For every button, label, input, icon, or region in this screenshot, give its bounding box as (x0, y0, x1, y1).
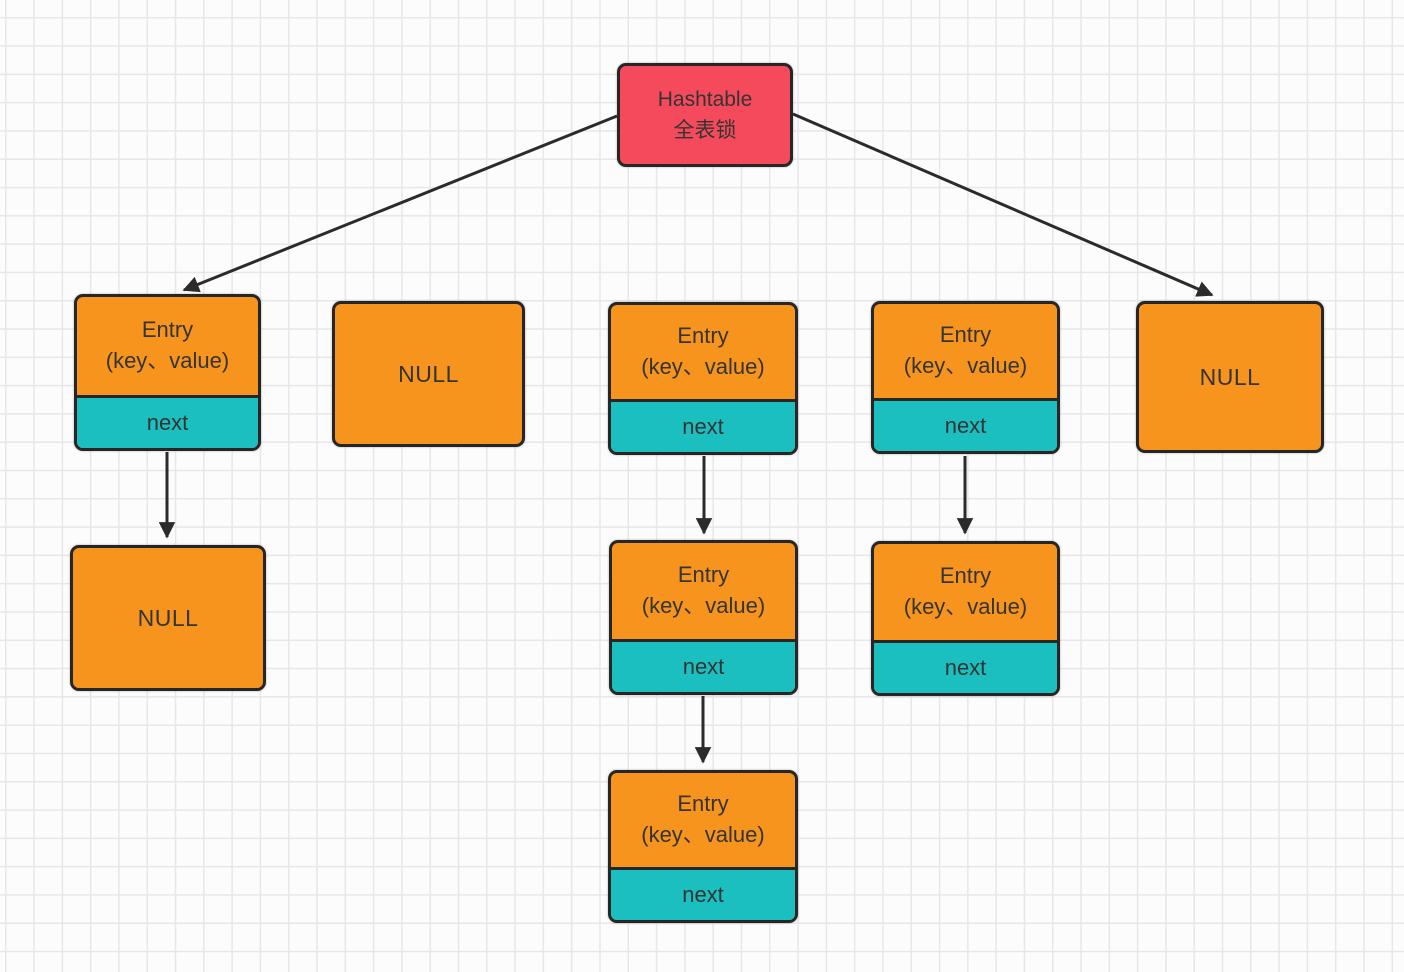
entry-next-slot: next (77, 395, 258, 448)
entry-subtitle: (key、value) (641, 354, 765, 379)
entry-key-value-section: Entry (key、value) (874, 304, 1057, 398)
arrow-root-to-bucket4 (792, 112, 1214, 297)
entry-title: Entry (939, 322, 992, 348)
root-title: Hashtable (657, 87, 753, 111)
entry-subtitle: (key、value) (105, 348, 230, 373)
entry-title: Entry (141, 317, 194, 343)
null-node-bucket0-tail: NULL (70, 545, 266, 691)
null-node-bucket4: NULL (1136, 301, 1324, 453)
entry-title: Entry (939, 563, 992, 589)
entry-subtitle: (key、value) (903, 353, 1028, 378)
entry-title: Entry (677, 323, 729, 349)
entry-node-bucket3-1: Entry (key、value) next (871, 301, 1060, 454)
entry-next-slot: next (874, 398, 1057, 451)
entry-title: Entry (677, 562, 730, 588)
entry-node-bucket2-1: Entry (key、value) next (608, 302, 798, 455)
arrow-root-to-bucket0 (182, 114, 618, 293)
entry-key-value-section: Entry (key、value) (612, 543, 795, 639)
entry-node-bucket2-2: Entry (key、value) next (609, 540, 798, 695)
null-label: NULL (1199, 363, 1261, 390)
entry-node-bucket0: Entry (key、value) next (74, 294, 261, 451)
entry-key-value-section: Entry (key、value) (611, 305, 795, 399)
entry-next-slot: next (874, 640, 1057, 693)
entry-subtitle: (key、value) (903, 594, 1028, 619)
entry-key-value-section: Entry (key、value) (77, 297, 258, 395)
entry-subtitle: (key、value) (641, 593, 766, 618)
root-subtitle: 全表锁 (673, 119, 737, 142)
entry-node-bucket2-3: Entry (key、value) next (608, 770, 798, 923)
entry-next-slot: next (612, 639, 795, 692)
entry-subtitle: (key、value) (641, 822, 765, 847)
entry-next-slot: next (611, 399, 795, 452)
entry-key-value-section: Entry (key、value) (874, 544, 1057, 640)
entry-title: Entry (677, 791, 729, 817)
entry-key-value-section: Entry (key、value) (611, 773, 795, 867)
null-node-bucket1: NULL (332, 301, 525, 447)
entry-node-bucket3-2: Entry (key、value) next (871, 541, 1060, 696)
entry-next-slot: next (611, 867, 795, 920)
hashtable-root-node: Hashtable 全表锁 (617, 63, 793, 167)
null-label: NULL (137, 604, 199, 631)
null-label: NULL (398, 360, 459, 387)
